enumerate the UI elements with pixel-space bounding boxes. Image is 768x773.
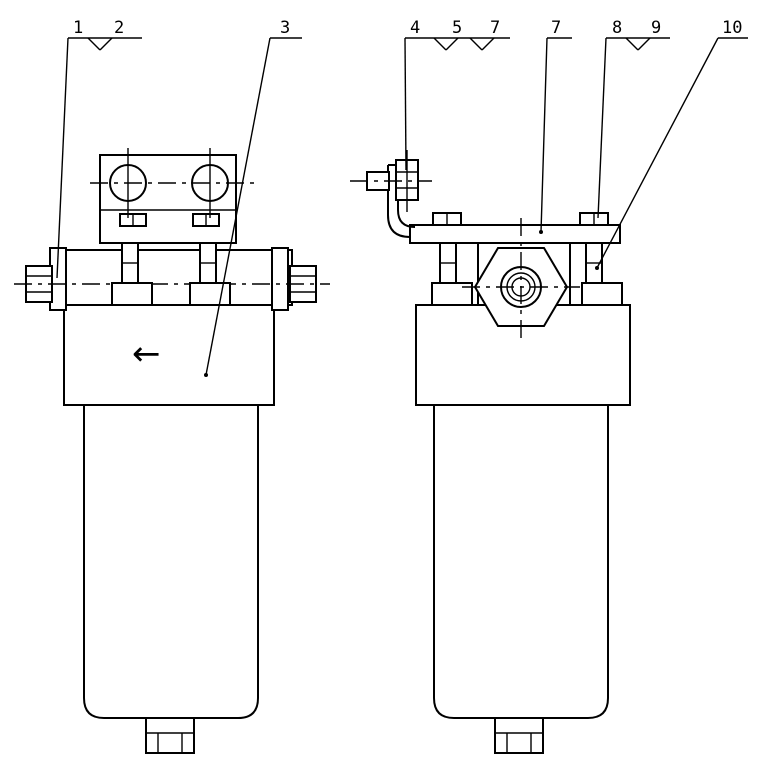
- callout-7b: 7: [551, 18, 561, 38]
- side-view: [350, 150, 631, 754]
- callout-1: 1: [73, 18, 83, 38]
- front-flange: [55, 249, 293, 306]
- flow-arrow: ←: [132, 334, 161, 374]
- side-drain-plug: [494, 717, 544, 754]
- callouts: 1 2 3 4 5 7 7 8 9 10: [56, 18, 748, 377]
- callout-7a: 7: [490, 18, 500, 38]
- side-filter-bowl: [433, 404, 609, 719]
- bracket-plate: [409, 224, 621, 244]
- front-drain-plug: [145, 717, 195, 754]
- callout-4: 4: [410, 18, 420, 38]
- callout-3: 3: [280, 18, 290, 38]
- callout-8: 8: [612, 18, 622, 38]
- callout-9: 9: [651, 18, 661, 38]
- callout-2: 2: [114, 18, 124, 38]
- front-head-body: [63, 304, 275, 406]
- front-filter-bowl: [83, 404, 259, 719]
- front-view: ←: [14, 148, 330, 754]
- callout-10: 10: [722, 18, 742, 38]
- callout-5: 5: [452, 18, 462, 38]
